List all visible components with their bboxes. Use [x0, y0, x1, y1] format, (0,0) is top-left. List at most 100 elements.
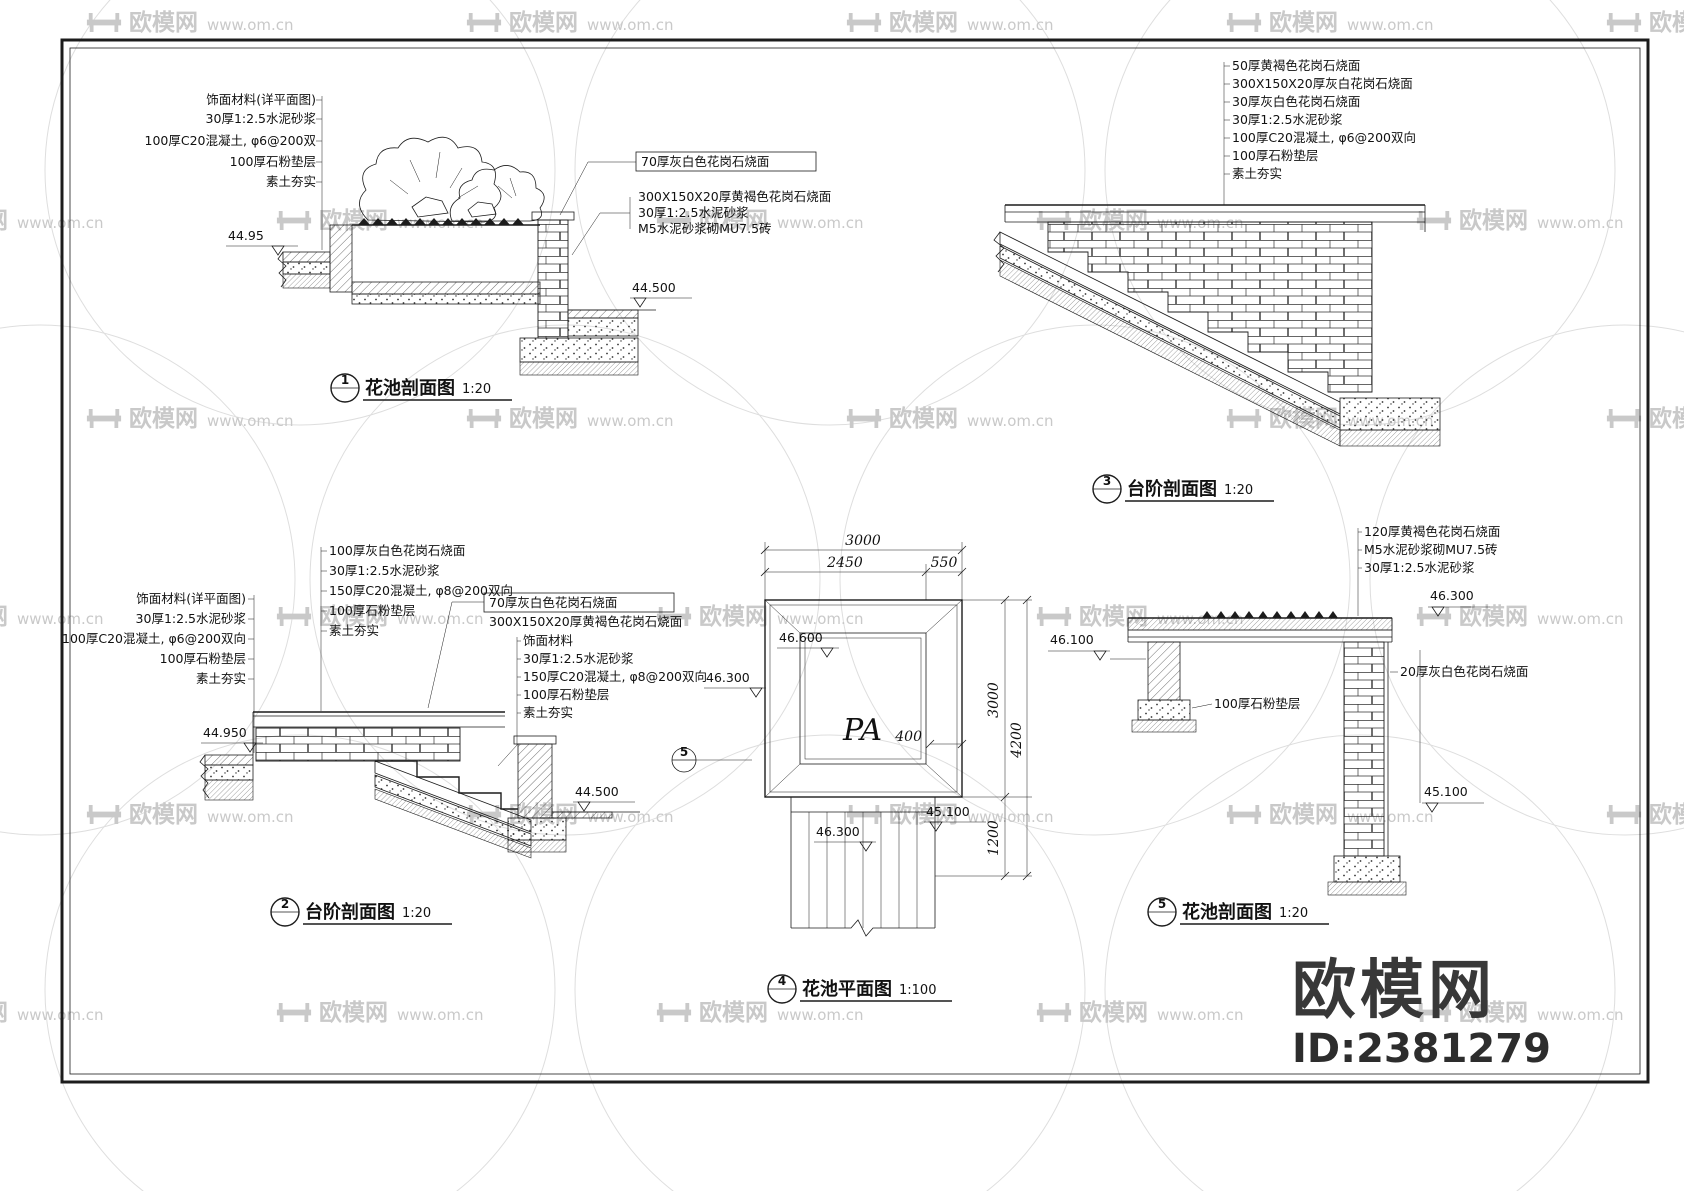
- bench-logo-icon: [656, 1003, 692, 1022]
- elevation-value: 46.300: [1430, 588, 1474, 603]
- watermark-text: 欧模网: [0, 208, 8, 234]
- detail-title: 花池剖面图: [365, 377, 455, 399]
- detail-number: 5: [1158, 897, 1166, 911]
- watermark-text: www.om.cn: [397, 1006, 484, 1024]
- material-label: 30厚1:2.5水泥砂浆: [329, 563, 440, 578]
- elevation-value: 45.100: [1424, 784, 1468, 799]
- watermark-text: 欧模网: [1459, 1000, 1528, 1026]
- material-label: 30厚1:2.5水泥砂浆: [638, 205, 749, 220]
- bench-logo-icon: [276, 211, 312, 230]
- material-label: 120厚黄褐色花岗石烧面: [1364, 524, 1500, 539]
- bench-logo-icon: [1226, 409, 1262, 428]
- watermark-text: 欧模网: [129, 406, 198, 432]
- watermark-text: 欧模网: [1459, 604, 1528, 630]
- detail-scale: 1:100: [899, 983, 936, 998]
- detail-1-annotations: 饰面材料(详平面图) 30厚1:2.5水泥砂浆 100厚C20混凝土, φ6@2…: [145, 92, 831, 308]
- detail-4-annotations: 3000 2450 550 3000 1200 4200 400 46.600 …: [671, 533, 1025, 856]
- watermark-id-text: ID:2381279: [1292, 1026, 1551, 1072]
- detail-5-title-block: 5 花池剖面图 1:20: [1147, 897, 1329, 927]
- detail-3-title-block: 3 台阶剖面图 1:20: [1092, 474, 1274, 504]
- watermark-text: www.om.cn: [17, 214, 104, 232]
- material-label: 20厚灰白色花岗石烧面: [1400, 664, 1528, 679]
- dimension-value: 4200: [1009, 722, 1025, 759]
- material-label: 300X150X20厚灰白花岗石烧面: [1232, 76, 1413, 91]
- material-label: 100厚石粉垫层: [230, 154, 316, 169]
- detail-scale: 1:20: [462, 382, 491, 397]
- detail-title: 台阶剖面图: [1127, 478, 1217, 500]
- detail-2-annotations: 100厚灰白色花岗石烧面 30厚1:2.5水泥砂浆 150厚C20混凝土, φ8…: [62, 543, 707, 812]
- plant-symbol: [359, 136, 545, 223]
- elevation-value: 45.100: [926, 804, 970, 819]
- material-label: 100厚C20混凝土, φ6@200双向: [62, 631, 246, 646]
- material-label: 150厚C20混凝土, φ8@200双向: [329, 583, 513, 598]
- material-label: 70厚灰白色花岗石烧面: [641, 154, 769, 169]
- watermark-text: 欧模网: [509, 10, 578, 36]
- detail-scale: 1:20: [1224, 483, 1253, 498]
- material-label: 30厚1:2.5水泥砂浆: [523, 651, 634, 666]
- detail-title: 台阶剖面图: [305, 901, 395, 923]
- bench-logo-icon: [1416, 211, 1452, 230]
- detail-number: 3: [1103, 474, 1111, 488]
- material-label: 素土夯实: [196, 671, 246, 686]
- detail-scale: 1:20: [402, 906, 431, 921]
- watermark-text: 欧模网: [1079, 1000, 1148, 1026]
- watermark-text: 欧模网: [1269, 802, 1338, 828]
- material-label: 30厚1:2.5水泥砂浆: [1232, 112, 1343, 127]
- detail-1-title-block: 1 花池剖面图 1:20: [330, 373, 512, 403]
- watermark-text: www.om.cn: [967, 16, 1054, 34]
- detail-scale: 1:20: [1279, 906, 1308, 921]
- watermark-text: 欧模网: [0, 604, 8, 630]
- detail-5-annotations: 120厚黄褐色花岗石烧面 M5水泥砂浆砌MU7.5砖 30厚1:2.5水泥砂浆 …: [1048, 524, 1528, 813]
- watermark-text: 欧模网: [889, 406, 958, 432]
- detail-number: 4: [778, 974, 786, 988]
- elevation-value: 46.300: [816, 824, 860, 839]
- detail-4-flower-bed-plan: [760, 542, 1032, 937]
- elevation-value: 46.100: [1050, 632, 1094, 647]
- material-label: M5水泥砂浆砌MU7.5砖: [1364, 542, 1498, 557]
- corner-watermark: 欧模网 ID:2381279: [1292, 954, 1551, 1072]
- bench-logo-icon: [1226, 13, 1262, 32]
- watermark-text: 欧模网: [319, 604, 388, 630]
- material-label: 素土夯实: [266, 174, 316, 189]
- material-label: 100厚石粉垫层: [329, 603, 415, 618]
- bench-logo-icon: [86, 409, 122, 428]
- material-label: 100厚石粉垫层: [1214, 696, 1300, 711]
- watermark-text: 欧模网: [129, 10, 198, 36]
- watermark-text: 欧模网: [889, 802, 958, 828]
- watermark-text: 欧模网: [699, 208, 768, 234]
- material-label: 素土夯实: [1232, 166, 1282, 181]
- watermark-text: 欧模网: [0, 1000, 8, 1026]
- watermark-text: 欧模网: [1649, 802, 1684, 828]
- watermark-text: www.om.cn: [777, 214, 864, 232]
- bench-logo-icon: [86, 13, 122, 32]
- watermark-text: www.om.cn: [777, 1006, 864, 1024]
- bench-logo-icon: [1036, 607, 1072, 626]
- elevation-value: 46.300: [706, 670, 750, 685]
- watermark-text: www.om.cn: [207, 16, 294, 34]
- material-label: 饰面材料(详平面图): [136, 591, 246, 606]
- watermark-text: www.om.cn: [1537, 214, 1624, 232]
- material-label: 100厚石粉垫层: [1232, 148, 1318, 163]
- material-label: 素土夯实: [329, 623, 379, 638]
- dimension-value: 1200: [986, 820, 1002, 856]
- material-label: 饰面材料(详平面图): [206, 92, 316, 107]
- elevation-value: 44.950: [203, 725, 247, 740]
- dimension-value: 550: [931, 555, 958, 571]
- detail-number: 2: [281, 897, 289, 911]
- dimension-value: 3000: [845, 533, 881, 549]
- detail-2-title-block: 2 台阶剖面图 1:20: [270, 897, 452, 927]
- bench-logo-icon: [846, 13, 882, 32]
- material-label: 300X150X20厚黄褐色花岗石烧面: [489, 614, 682, 629]
- bench-logo-icon: [1036, 1003, 1072, 1022]
- material-label: 100厚石粉垫层: [523, 687, 609, 702]
- elevation-value: 44.500: [632, 280, 676, 295]
- material-label: 50厚黄褐色花岗石烧面: [1232, 58, 1360, 73]
- watermark-layer: 欧模网 www.om.cn 欧模网 www.om.cn 欧模网 www.om.cn 欧模网 w…: [0, 10, 1684, 1026]
- elevation-value: 44.500: [575, 784, 619, 799]
- sheet-border: [60, 38, 1650, 1084]
- detail-2-steps-section: [199, 711, 640, 859]
- watermark-text: 欧模网: [129, 802, 198, 828]
- elevation-value: 44.95: [228, 228, 264, 243]
- material-label: 150厚C20混凝土, φ8@200双向: [523, 669, 707, 684]
